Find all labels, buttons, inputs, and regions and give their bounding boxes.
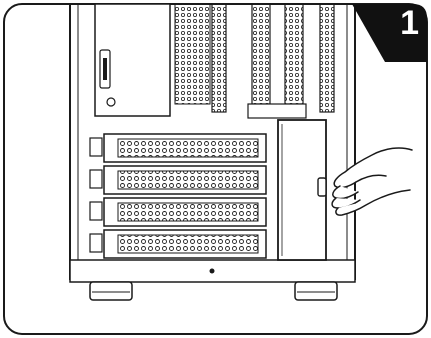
- slot-cover-panel[interactable]: [278, 120, 326, 260]
- base-screw: [210, 269, 215, 274]
- expansion-slot-4: [90, 230, 266, 258]
- panel-latch[interactable]: [318, 178, 326, 196]
- top-vent-grille: [175, 4, 210, 104]
- case-foot-left: [90, 282, 132, 300]
- expansion-slot-2: [90, 166, 266, 194]
- psu-bay: [95, 4, 170, 116]
- expansion-slot-3: [90, 198, 266, 226]
- expansion-slot-1: [90, 134, 266, 162]
- step-number: 1: [400, 6, 419, 40]
- case-foot-right: [295, 282, 337, 300]
